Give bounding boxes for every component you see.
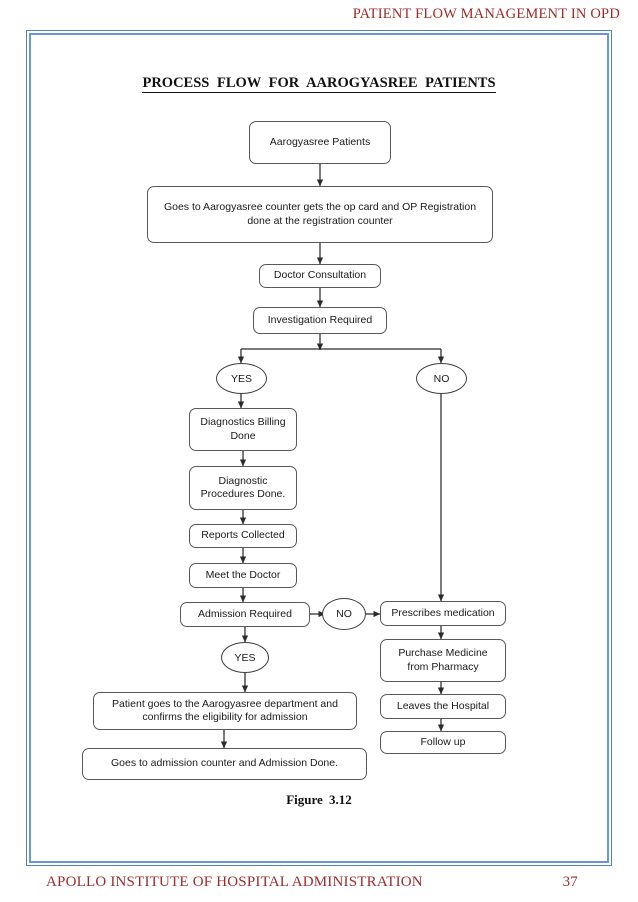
node-leaves-the-hospital[interactable]: Leaves the Hospital [380,694,506,719]
oval-label: YES [230,372,252,385]
running-header: PATIENT FLOW MANAGEMENT IN OPD [352,6,620,22]
node-label-line-2: confirms the eligibility for admission [142,711,308,723]
node-label: Investigation Required [267,313,373,326]
node-label: Meet the Doctor [205,568,281,581]
page-footer: APOLLO INSTITUTE OF HOSPITAL ADMINISTRAT… [46,874,606,891]
node-label: Aarogyasree Patients [269,135,371,148]
node-label-line-2: from Pharmacy [407,660,479,673]
figure-caption: Figure 3.12 [0,792,638,808]
decision-investigation-no[interactable]: NO [416,363,467,394]
node-label: Admission Required [198,607,292,620]
node-reports-collected[interactable]: Reports Collected [189,524,297,548]
decision-admission-no[interactable]: NO [322,598,366,630]
node-label-line-1: Patient goes to the Aarogyasree departme… [112,697,338,710]
node-admission-required[interactable]: Admission Required [180,602,310,627]
node-prescribes-medication[interactable]: Prescribes medication [380,601,506,626]
node-aarogyasree-patients[interactable]: Aarogyasree Patients [249,121,391,164]
node-diagnostic-procedures-done[interactable]: Diagnostic Procedures Done. [189,466,297,510]
node-purchase-medicine[interactable]: Purchase Medicine from Pharmacy [380,639,506,682]
node-label-line-1: Diagnostics Billing [200,416,286,429]
page-border-frame [26,30,612,866]
node-label: Follow up [420,735,466,748]
node-label: Doctor Consultation [273,269,367,282]
node-follow-up[interactable]: Follow up [380,731,506,754]
oval-label: NO [336,608,352,620]
node-label: Goes to admission counter and Admission … [110,757,339,770]
node-label-line-2: Done [230,429,256,442]
node-label-line-1: Diagnostic [218,474,268,487]
node-label: Prescribes medication [391,606,495,619]
node-investigation-required[interactable]: Investigation Required [253,307,387,334]
node-label-line-2: Procedures Done. [200,488,286,500]
node-label-line-2: done at the registration counter [247,214,393,227]
node-label-line-1: Purchase Medicine [398,647,488,660]
node-label: Leaves the Hospital [396,699,490,712]
decision-investigation-yes[interactable]: YES [216,363,267,394]
oval-label: NO [433,372,450,385]
footer-page-number: 37 [562,874,578,890]
node-diagnostics-billing-done[interactable]: Diagnostics Billing Done [189,408,297,451]
page-title: PROCESS FLOW FOR AAROGYASREE PATIENTS [0,75,638,93]
footer-organization: APOLLO INSTITUTE OF HOSPITAL ADMINISTRAT… [46,874,423,890]
oval-label: YES [234,651,256,664]
node-doctor-consultation[interactable]: Doctor Consultation [259,264,381,288]
node-registration[interactable]: Goes to Aarogyasree counter gets the op … [147,186,493,243]
node-meet-the-doctor[interactable]: Meet the Doctor [189,563,297,588]
page-title-text: PROCESS FLOW FOR AAROGYASREE PATIENTS [142,75,496,93]
figure-caption-text: Figure 3.12 [286,792,352,807]
node-aarogyasree-department[interactable]: Patient goes to the Aarogyasree departme… [93,692,357,730]
page-border-frame-inner [29,33,609,863]
node-label-line-1: Goes to Aarogyasree counter gets the op … [163,201,477,214]
node-label: Reports Collected [201,529,285,542]
decision-admission-yes[interactable]: YES [221,642,269,673]
node-admission-done[interactable]: Goes to admission counter and Admission … [82,748,367,780]
